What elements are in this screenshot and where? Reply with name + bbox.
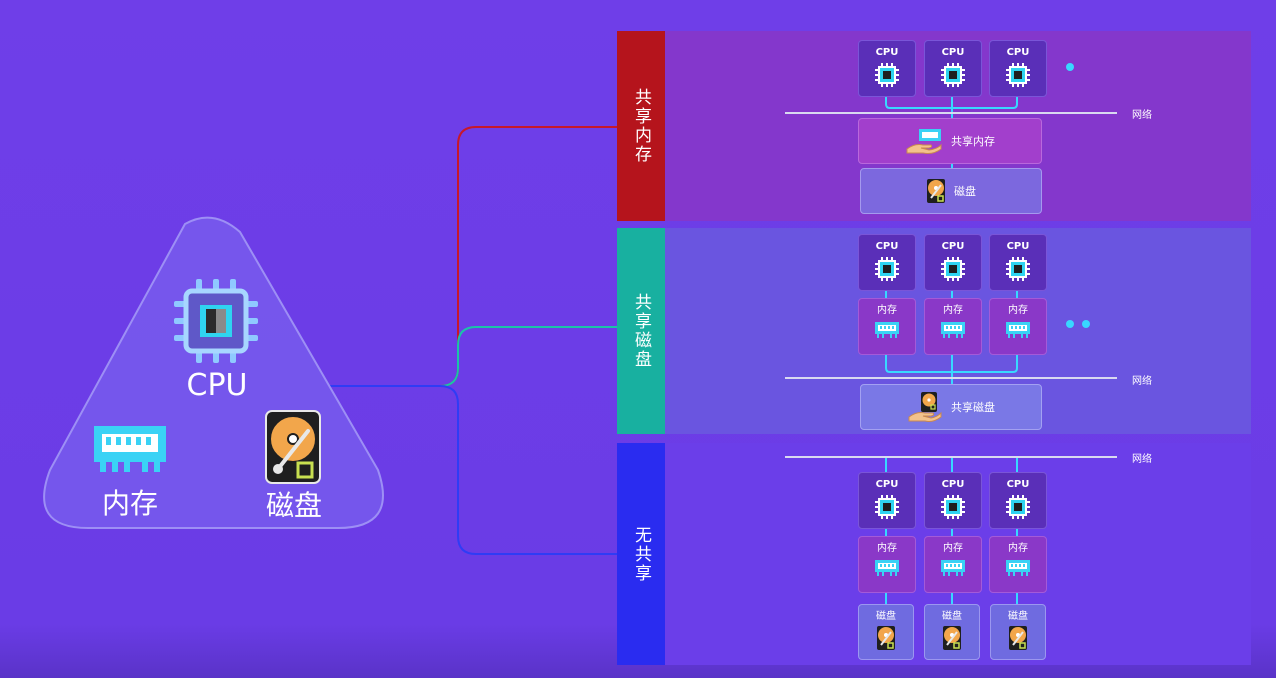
cpu-node: CPU (989, 472, 1047, 529)
disk-node: 磁盘 (858, 604, 914, 660)
chip-icon (941, 63, 965, 87)
network-line (785, 112, 1117, 114)
hand-holding-ram-icon (906, 129, 942, 154)
network-label: 网络 (1132, 110, 1152, 121)
cpu-node-label: CPU (941, 479, 965, 490)
cpu-node: CPU (858, 40, 916, 97)
cpu-node-label: CPU (941, 241, 965, 252)
hard-disk-icon (1009, 626, 1027, 650)
cpu-node: CPU (989, 40, 1047, 97)
shared-memory-label: 共享内存 (951, 135, 995, 148)
network-label: 网络 (1132, 376, 1152, 387)
disk-label: 磁盘 (954, 185, 976, 198)
disk-node: 磁盘 (924, 604, 980, 660)
cpu-node-label: CPU (1006, 47, 1030, 58)
shared-disk-box: 共享磁盘 (860, 384, 1042, 430)
disk-node-label: 磁盘 (942, 611, 962, 622)
cpu-node-label: CPU (1006, 479, 1030, 490)
chip-icon (875, 495, 899, 519)
cpu-node: CPU (858, 234, 916, 291)
memory-node: 内存 (858, 536, 916, 593)
cpu-node: CPU (858, 472, 916, 529)
category-shared-disk-label: 共享磁盘 (631, 293, 651, 369)
cpu-node: CPU (924, 472, 982, 529)
cpu-node: CPU (924, 40, 982, 97)
triangle-memory-label: 内存 (101, 487, 158, 520)
memory-node: 内存 (924, 536, 982, 593)
cpu-node-label: CPU (941, 47, 965, 58)
category-shared-nothing-label: 无共享 (631, 525, 651, 583)
hard-disk-icon (264, 409, 322, 485)
memory-node-label: 内存 (877, 543, 897, 554)
ram-icon (92, 424, 168, 476)
chip-icon (941, 495, 965, 519)
ram-icon (875, 560, 899, 576)
cpu-node-label: CPU (1006, 241, 1030, 252)
cpu-node: CPU (989, 234, 1047, 291)
memory-node-label: 内存 (1008, 543, 1028, 554)
memory-node-label: 内存 (1008, 305, 1028, 316)
category-shared-memory-label: 共享内存 (631, 88, 651, 164)
hand-holding-disk-icon (908, 392, 942, 422)
chip-icon (1006, 257, 1030, 281)
disk-box: 磁盘 (860, 168, 1042, 214)
cpu-node-label: CPU (875, 479, 899, 490)
cpu-node-label: CPU (875, 241, 899, 252)
shared-disk-label: 共享磁盘 (951, 401, 995, 414)
memory-node-label: 内存 (943, 543, 963, 554)
indicator-dot (1066, 63, 1074, 71)
cpu-node-label: CPU (875, 47, 899, 58)
memory-node-label: 内存 (943, 305, 963, 316)
ram-icon (941, 560, 965, 576)
ram-icon (1006, 322, 1030, 338)
network-label: 网络 (1132, 454, 1152, 465)
chip-icon (875, 257, 899, 281)
indicator-dot (1082, 320, 1090, 328)
cpu-node: CPU (924, 234, 982, 291)
triangle-cpu-label: CPU (186, 368, 248, 403)
hard-disk-icon (943, 626, 961, 650)
disk-node-label: 磁盘 (876, 611, 896, 622)
category-shared-disk[interactable]: 共享磁盘 (617, 228, 665, 434)
ram-icon (1006, 560, 1030, 576)
hard-disk-icon (927, 179, 945, 203)
ram-icon (941, 322, 965, 338)
memory-node: 内存 (989, 536, 1047, 593)
disk-node-label: 磁盘 (1008, 611, 1028, 622)
shared-memory-box: 共享内存 (858, 118, 1042, 164)
indicator-dot (1066, 320, 1074, 328)
chip-icon (1006, 495, 1030, 519)
chip-icon (875, 63, 899, 87)
link-shared-nothing (330, 385, 617, 555)
cpu-chip-icon (170, 275, 262, 367)
triangle-disk-label: 磁盘 (265, 489, 322, 522)
memory-node-label: 内存 (877, 305, 897, 316)
chip-icon (941, 257, 965, 281)
memory-node: 内存 (989, 298, 1047, 355)
network-line (785, 377, 1117, 379)
category-shared-memory[interactable]: 共享内存 (617, 31, 665, 221)
memory-node: 内存 (924, 298, 982, 355)
category-shared-nothing[interactable]: 无共享 (617, 443, 665, 665)
ram-icon (875, 322, 899, 338)
link-shared-disk (330, 326, 617, 387)
chip-icon (1006, 63, 1030, 87)
network-line (785, 456, 1117, 458)
hard-disk-icon (877, 626, 895, 650)
memory-node: 内存 (858, 298, 916, 355)
disk-node: 磁盘 (990, 604, 1046, 660)
